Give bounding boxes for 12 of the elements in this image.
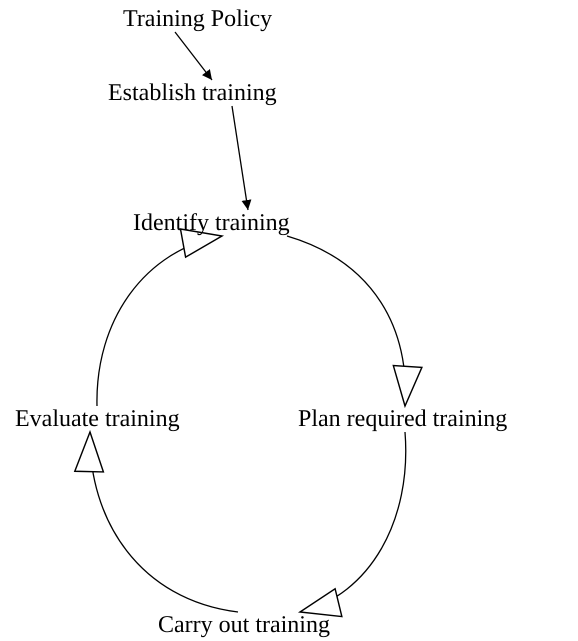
step-label: Plan required training <box>298 406 508 432</box>
step-label: Identify training <box>133 210 290 236</box>
step-label: Establish training <box>108 80 277 106</box>
arrow <box>231 106 252 210</box>
step-label: Training Policy <box>123 6 272 32</box>
step-label: Carry out training <box>158 612 330 638</box>
arrow <box>76 431 238 613</box>
arrow <box>286 235 421 407</box>
arrow <box>96 230 223 406</box>
step-label: Evaluate training <box>15 406 180 432</box>
arrow <box>174 32 213 80</box>
arrow <box>299 432 406 614</box>
